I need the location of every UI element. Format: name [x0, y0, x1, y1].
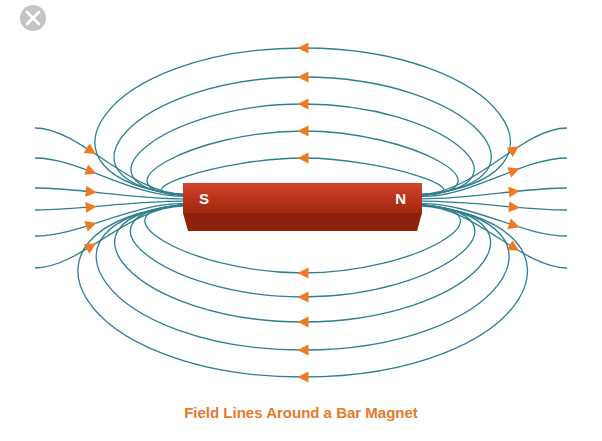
field-arrowhead — [508, 201, 519, 212]
field-arrowhead — [84, 243, 96, 253]
field-line — [96, 205, 509, 350]
field-line — [422, 158, 567, 196]
field-line — [35, 206, 183, 268]
field-line — [35, 158, 183, 196]
field-line — [35, 188, 183, 199]
field-arrowhead — [85, 186, 97, 197]
pole-label: N — [395, 191, 406, 206]
field-arrowhead — [298, 268, 309, 279]
arrowheads — [84, 43, 520, 383]
field-arrowhead — [508, 187, 520, 198]
field-line — [131, 205, 475, 297]
field-line — [35, 204, 183, 236]
close-circle — [20, 5, 46, 31]
caption: Field Lines Around a Bar Magnet — [0, 404, 602, 421]
field-lines — [35, 48, 567, 377]
field-arrowhead — [84, 221, 96, 231]
field-arrowhead — [84, 144, 96, 155]
field-line — [115, 205, 491, 322]
field-arrowhead — [298, 345, 309, 356]
field-arrowhead — [298, 292, 309, 303]
field-line — [145, 205, 461, 273]
close-icon — [20, 5, 46, 31]
field-arrowhead — [298, 126, 309, 137]
field-arrowhead — [507, 219, 519, 229]
field-line — [131, 104, 474, 195]
field-line — [422, 204, 567, 236]
field-arrowhead — [84, 164, 96, 174]
field-arrowhead — [507, 167, 519, 177]
field-arrowhead — [298, 317, 309, 328]
field-line — [95, 48, 511, 195]
bar-magnet: SN — [183, 183, 422, 213]
field-arrowhead — [298, 99, 309, 110]
pole-label: S — [199, 191, 209, 206]
field-line — [114, 77, 491, 195]
close-cross — [27, 12, 39, 24]
field-arrowhead — [298, 153, 309, 164]
field-arrowhead — [298, 43, 309, 54]
field-line — [422, 188, 567, 199]
field-arrowhead — [507, 146, 519, 157]
field-arrowhead — [298, 372, 309, 383]
field-arrowhead — [85, 202, 96, 213]
field-line — [78, 205, 528, 377]
field-arrowhead — [507, 240, 519, 250]
field-arrowhead — [298, 72, 309, 83]
magnet-side — [183, 213, 422, 231]
field-line — [422, 206, 567, 268]
